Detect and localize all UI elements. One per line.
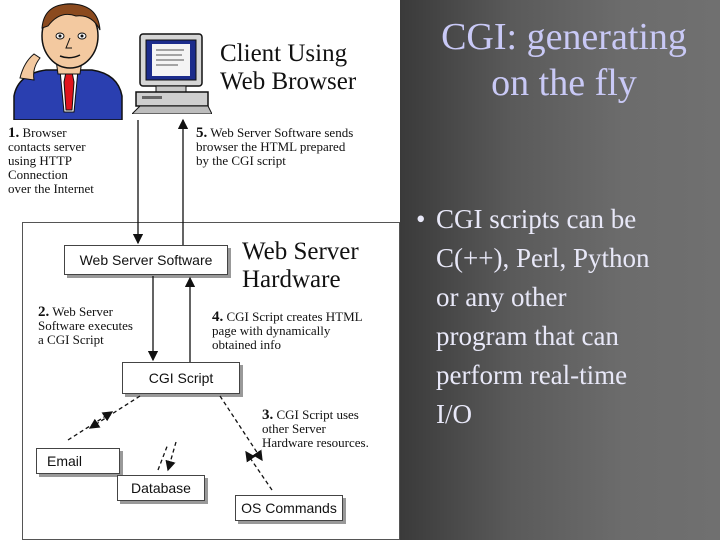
dashed-database-return xyxy=(157,443,169,471)
step-4-text: 4. CGI Script creates HTML page with dyn… xyxy=(212,309,363,352)
person-icon xyxy=(13,3,123,120)
dashed-database xyxy=(165,441,177,472)
dashed-os-return xyxy=(245,450,273,491)
web-server-software-box: Web Server Software xyxy=(64,245,228,275)
step-1-text: 1. Browser contacts server using HTTP Co… xyxy=(8,125,94,196)
dashed-email xyxy=(88,395,141,429)
client-label: Client Using Web Browser xyxy=(220,40,357,95)
cgi-script-box: CGI Script xyxy=(122,362,240,394)
diagram-panel: Client Using Web Browser 1. Browser cont… xyxy=(8,3,400,540)
step-2-text: 2. Web Server Software executes a CGI Sc… xyxy=(38,304,133,347)
bullet-list: • CGI scripts can be C(++), Perl, Python… xyxy=(410,200,710,434)
hardware-label: Web Server Hardware xyxy=(242,238,359,293)
bullet-item: • CGI scripts can be C(++), Perl, Python… xyxy=(416,204,650,429)
slide-title: CGI: generating on the fly xyxy=(441,16,687,104)
text-panel: CGI: generating on the fly • CGI scripts… xyxy=(400,0,720,540)
database-box: Database xyxy=(117,475,205,501)
email-box: Email xyxy=(36,448,120,474)
dashed-os xyxy=(219,395,263,462)
step-3-text: 3. CGI Script uses other Server Hardware… xyxy=(262,407,369,450)
dashed-email-return xyxy=(67,411,114,441)
connector-lines xyxy=(67,118,273,491)
os-commands-box: OS Commands xyxy=(235,495,343,521)
step-5-text: 5. Web Server Software sends browser the… xyxy=(196,125,354,168)
computer-icon xyxy=(132,33,212,114)
